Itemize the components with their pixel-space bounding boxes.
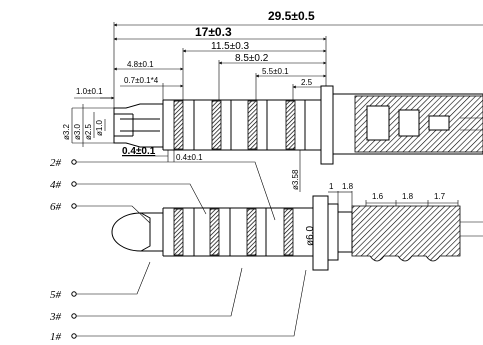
dim-5-5-label: 5.5±0.1 (262, 67, 289, 76)
pin-label-3: 3# (49, 311, 62, 323)
dia-2-5-label: ø2.5 (84, 123, 93, 140)
pin-label-1: 1# (50, 331, 62, 343)
dim-2-5-label: 2.5 (301, 78, 313, 87)
dia-3-2-label: ø3.2 (62, 123, 71, 140)
dim-1-6-label: 1.6 (372, 192, 384, 201)
dia-3-0-label: ø3.0 (73, 123, 82, 140)
dia-3-58-label: ø3.58 (291, 169, 300, 190)
dim-0-4-label: 0.4±0.1 (176, 153, 203, 162)
dim-overall-label: 29.5±0.5 (268, 9, 315, 23)
dim-8-5-label: 8.5±0.2 (235, 53, 269, 64)
top-plug-view (113, 85, 483, 165)
dim-1-8a-label: 1.8 (342, 182, 354, 191)
pin-leaders (71, 159, 307, 339)
dim-1-8b-label: 1.8 (402, 192, 414, 201)
pin-label-5: 5# (50, 289, 62, 301)
bottom-plug-view (111, 191, 483, 271)
dia-1-0-label: ø1.0 (95, 119, 104, 136)
dim-11-5-label: 11.5±0.3 (211, 41, 250, 52)
dim-0-7-label: 0.7±0.1*4 (124, 76, 159, 85)
pin-label-4: 4# (50, 179, 62, 191)
dia-6-0-label: ø6.0 (305, 226, 316, 246)
dim-1-0-label: 1.0±0.1 (76, 87, 103, 96)
diameter-leaders (71, 104, 301, 192)
pin-label-2: 2# (50, 157, 62, 169)
dim-4-8-label: 4.8±0.1 (127, 60, 154, 69)
dim-plug-length-label: 17±0.3 (195, 25, 232, 39)
pin-label-6: 6# (50, 201, 62, 213)
dim-1-label: 1 (329, 182, 334, 191)
dim-1-7-label: 1.7 (434, 192, 446, 201)
dim-0-4-bold-label: 0.4±0.1 (122, 146, 156, 157)
dimension-lines (74, 22, 483, 138)
